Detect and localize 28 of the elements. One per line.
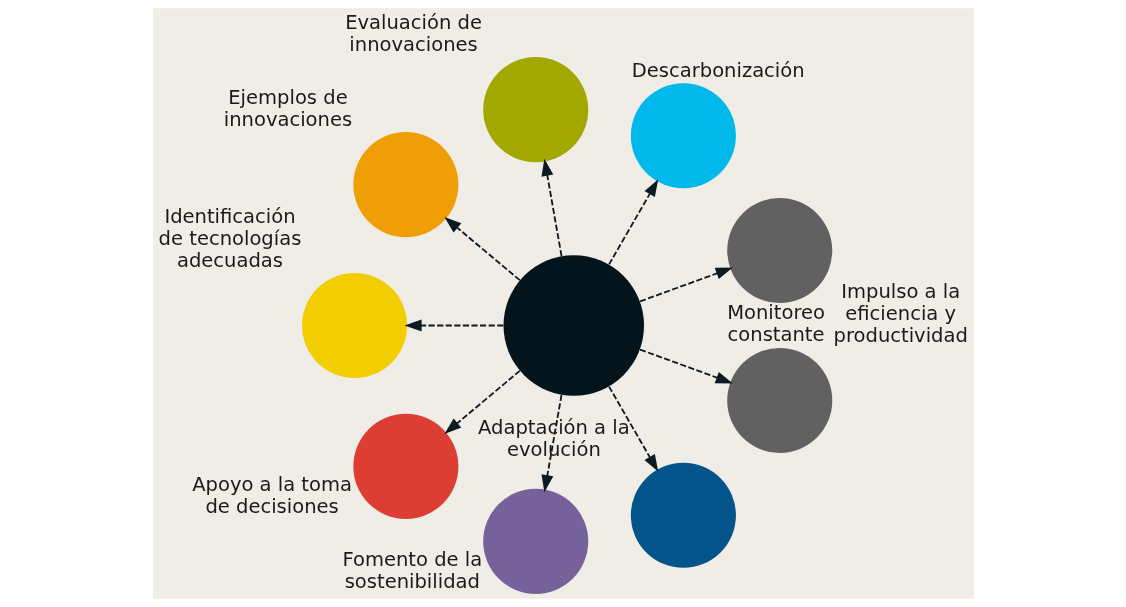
node-circle — [482, 488, 588, 594]
node-circle — [503, 255, 644, 396]
node-label: Evaluación de innovaciones — [344, 10, 482, 56]
node-label: Apoyo a la toma de decisiones — [191, 472, 352, 518]
arrow — [607, 385, 658, 472]
arrow — [638, 348, 733, 384]
node-label: Fomento de la sostenibilidad — [341, 547, 482, 593]
arrow — [540, 394, 562, 493]
arrow — [638, 267, 733, 303]
arrow — [540, 158, 562, 257]
node-label: Descarbonización — [631, 58, 805, 82]
arrow — [607, 179, 658, 266]
arrow — [443, 369, 521, 435]
arrow — [443, 216, 521, 282]
node-circle — [352, 413, 458, 519]
node-label: Monitoreo constante — [726, 300, 825, 346]
node-circle — [630, 462, 736, 568]
node-label: Adaptación a la evolución — [477, 416, 630, 462]
node-label: Impulso a la eficiencia y productividad — [833, 279, 968, 347]
arrow — [404, 319, 504, 332]
node-label: Ejemplos de innovaciones — [223, 85, 352, 131]
node-circle — [726, 347, 832, 453]
node-circle — [726, 198, 832, 304]
node-circle — [482, 57, 588, 163]
node-circle — [630, 83, 736, 189]
node-label: Identificación de tecnologías adecuadas — [158, 204, 301, 272]
node-circle — [352, 132, 458, 238]
node-circle — [301, 272, 407, 379]
